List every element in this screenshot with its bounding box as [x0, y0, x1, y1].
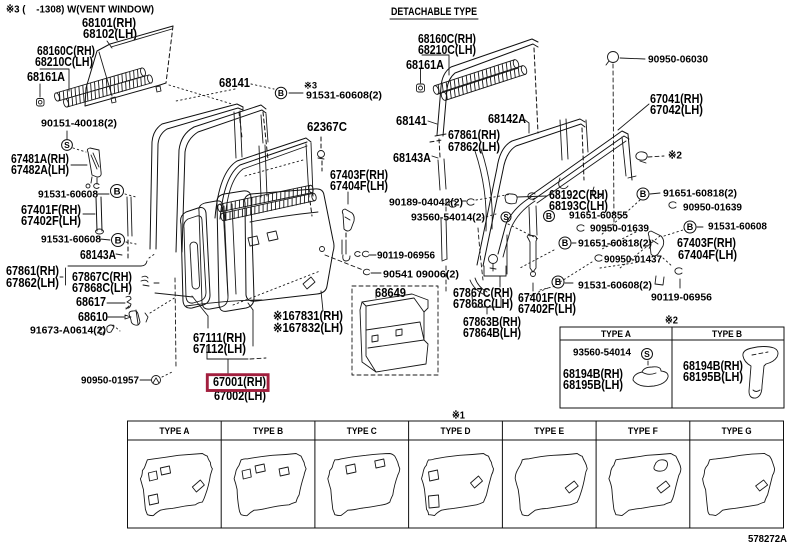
svg-text:TYPE E: TYPE E	[534, 426, 564, 437]
svg-text:90950-06030: 90950-06030	[648, 54, 708, 66]
svg-text:67404F(LH): 67404F(LH)	[330, 179, 388, 193]
svg-text:B: B	[687, 222, 694, 232]
svg-text:93560-54014: 93560-54014	[573, 347, 631, 359]
svg-text:B: B	[562, 238, 569, 248]
svg-text:68192C(RH): 68192C(RH)	[549, 188, 608, 202]
svg-text:68193C(LH): 68193C(LH)	[549, 199, 608, 213]
svg-text:67861(RH): 67861(RH)	[6, 264, 59, 278]
svg-text:91531-60608(2): 91531-60608(2)	[578, 280, 652, 292]
svg-text:68195B(LH): 68195B(LH)	[683, 370, 743, 384]
svg-text:90151-40018(2): 90151-40018(2)	[41, 118, 117, 130]
svg-text:TYPE F: TYPE F	[628, 426, 658, 437]
svg-text:68210C(LH): 68210C(LH)	[418, 43, 476, 57]
svg-text:※3 ( -1308) W(VENT WINDOW): ※3 ( -1308) W(VENT WINDOW)	[6, 4, 154, 16]
svg-text:B: B	[640, 189, 647, 199]
svg-text:91673-A0614(2): 91673-A0614(2)	[30, 325, 106, 337]
svg-text:93560-54014(2): 93560-54014(2)	[411, 212, 485, 224]
svg-text:68649: 68649	[375, 286, 406, 300]
svg-text:68617: 68617	[76, 295, 106, 309]
svg-text:67867C(RH): 67867C(RH)	[72, 270, 132, 284]
svg-text:※2: ※2	[665, 315, 678, 327]
svg-text:90950-01639: 90950-01639	[590, 223, 649, 235]
svg-text:91531-60608: 91531-60608	[41, 234, 101, 246]
svg-text:90950-01957: 90950-01957	[81, 375, 139, 387]
svg-text:※167831(RH): ※167831(RH)	[273, 309, 343, 323]
svg-text:67864B(LH): 67864B(LH)	[463, 326, 521, 340]
svg-text:67481A(RH): 67481A(RH)	[11, 152, 69, 166]
svg-text:DETACHABLE TYPE: DETACHABLE TYPE	[391, 6, 477, 18]
svg-text:91651-60818(2): 91651-60818(2)	[578, 238, 652, 250]
svg-text:67402F(LH): 67402F(LH)	[518, 302, 576, 316]
svg-text:90119-06956: 90119-06956	[651, 292, 712, 304]
svg-text:B: B	[555, 277, 562, 287]
svg-text:※167832(LH): ※167832(LH)	[273, 321, 343, 335]
svg-text:B: B	[546, 211, 552, 221]
svg-text:91531-60608(2): 91531-60608(2)	[306, 90, 382, 102]
svg-text:67042(LH): 67042(LH)	[650, 103, 703, 117]
svg-text:68141: 68141	[396, 114, 427, 128]
svg-text:S: S	[64, 140, 70, 150]
svg-text:68161A: 68161A	[27, 70, 65, 84]
svg-text:68102(LH): 68102(LH)	[83, 27, 137, 41]
svg-text:68101(RH): 68101(RH)	[82, 16, 136, 30]
svg-text:67112(LH): 67112(LH)	[193, 342, 246, 356]
svg-text:67868C(LH): 67868C(LH)	[72, 281, 132, 295]
svg-text:S: S	[503, 213, 509, 222]
svg-text:B: B	[115, 235, 122, 246]
svg-text:67862(LH): 67862(LH)	[448, 140, 500, 154]
svg-text:90950-01437: 90950-01437	[604, 254, 662, 266]
svg-text:67403F(RH): 67403F(RH)	[677, 236, 736, 250]
svg-text:B: B	[278, 88, 284, 98]
svg-text:578272A: 578272A	[748, 534, 787, 545]
svg-text:68141: 68141	[219, 76, 250, 90]
svg-text:68210C(LH): 68210C(LH)	[35, 55, 93, 69]
svg-text:67401F(RH): 67401F(RH)	[518, 291, 576, 305]
svg-text:TYPE G: TYPE G	[722, 426, 752, 437]
svg-text:62367C: 62367C	[307, 120, 347, 134]
svg-text:※2: ※2	[668, 150, 682, 162]
svg-text:67861(RH): 67861(RH)	[448, 128, 500, 142]
svg-text:67402F(LH): 67402F(LH)	[21, 214, 81, 228]
svg-text:67863B(RH): 67863B(RH)	[463, 315, 521, 329]
svg-text:67404F(LH): 67404F(LH)	[678, 248, 737, 262]
svg-text:S: S	[644, 349, 650, 359]
svg-text:67001(RH): 67001(RH)	[213, 375, 266, 389]
svg-text:68161A: 68161A	[406, 58, 444, 72]
svg-text:67867C(RH): 67867C(RH)	[453, 286, 513, 300]
svg-text:67482A(LH): 67482A(LH)	[11, 163, 69, 177]
svg-text:67868C(LH): 67868C(LH)	[453, 297, 513, 311]
svg-text:TYPE B: TYPE B	[253, 426, 283, 437]
svg-text:90119-06956: 90119-06956	[377, 250, 435, 262]
svg-text:※1: ※1	[452, 410, 465, 422]
svg-text:TYPE A: TYPE A	[159, 426, 189, 437]
svg-text:TYPE C: TYPE C	[347, 426, 377, 437]
svg-text:90541 09006(2): 90541 09006(2)	[383, 269, 459, 281]
svg-text:91651-60818(2): 91651-60818(2)	[663, 188, 737, 200]
svg-text:B: B	[114, 186, 121, 197]
svg-text:67862(LH): 67862(LH)	[6, 276, 59, 290]
svg-text:68195B(LH): 68195B(LH)	[563, 378, 623, 392]
svg-text:91531-60608: 91531-60608	[708, 221, 767, 233]
svg-text:67041(RH): 67041(RH)	[650, 92, 703, 106]
svg-text:68160C(RH): 68160C(RH)	[418, 32, 476, 46]
svg-text:TYPE A: TYPE A	[601, 329, 631, 340]
svg-text:68160C(RH): 68160C(RH)	[37, 44, 95, 58]
svg-text:67002(LH): 67002(LH)	[214, 389, 266, 403]
svg-text:68143A: 68143A	[393, 151, 431, 165]
svg-text:67403F(RH): 67403F(RH)	[330, 168, 388, 182]
svg-text:68143A: 68143A	[80, 248, 116, 262]
svg-text:TYPE B: TYPE B	[712, 329, 742, 340]
svg-text:90189-04042(2): 90189-04042(2)	[389, 197, 463, 209]
svg-text:※3: ※3	[304, 81, 317, 91]
svg-text:68610: 68610	[78, 310, 108, 324]
svg-text:68194B(RH): 68194B(RH)	[683, 359, 743, 373]
svg-text:91531-60608: 91531-60608	[38, 189, 98, 201]
svg-text:68194B(RH): 68194B(RH)	[563, 367, 623, 381]
svg-text:68142A: 68142A	[488, 112, 526, 126]
svg-text:67111(RH): 67111(RH)	[193, 331, 246, 345]
svg-text:67401F(RH): 67401F(RH)	[21, 203, 81, 217]
svg-text:TYPE D: TYPE D	[441, 426, 471, 437]
svg-text:91651-60855: 91651-60855	[569, 210, 628, 222]
svg-text:90950-01639: 90950-01639	[683, 202, 742, 214]
